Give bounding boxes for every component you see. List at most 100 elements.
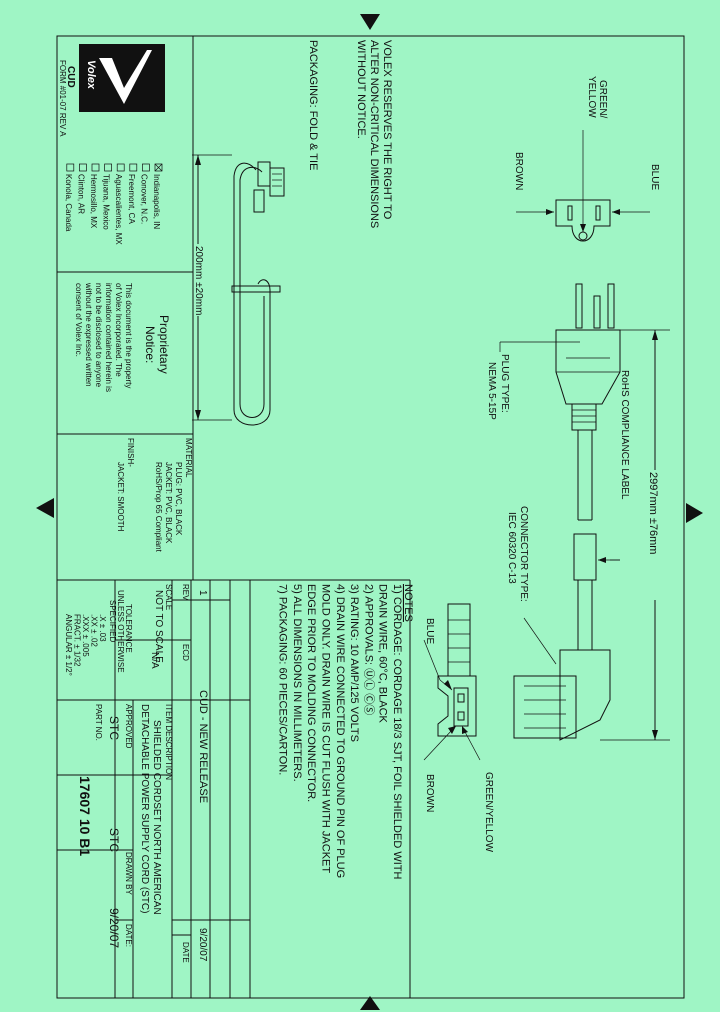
notes-title: NOTES (402, 584, 414, 622)
note-line: 7) PACKAGING: 60 PIECES/CARTON. (277, 584, 289, 775)
location-checkbox (79, 163, 87, 172)
tolerance-title-1: TOLERANCE (124, 604, 133, 653)
rev-label: REV (181, 584, 190, 601)
packaging-title: PACKAGING: FOLD & TIE (307, 40, 319, 170)
plug-type-2: NEMA 5-15P (486, 362, 497, 420)
volex-logo: Volex CUD (65, 44, 165, 112)
overall-dimension-text: 2997mm ±76mm (647, 472, 659, 554)
proprietary-notice: Proprietary Notice: This document is the… (74, 282, 171, 392)
note-line: 1) CORDAGE: CORDAGE 18/3 SJT, FOIL SHIEL… (391, 584, 403, 879)
tolerance-line: FRACT. ± 1/32 (73, 614, 82, 667)
plug-face-view (516, 130, 650, 242)
finish-label: FINISH- (126, 438, 135, 467)
location-checkbox (129, 163, 138, 172)
location-label: Hermosillo, MX (89, 174, 98, 229)
material-line: RoHS/Prop 65 Compliant (154, 462, 163, 553)
location-checkbox (91, 163, 100, 172)
proprietary-line: consent of Volex Inc. (74, 283, 83, 357)
label-blue-connector: BLUE (424, 618, 435, 644)
material-line: PLUG: PVC, BLACK (174, 462, 183, 536)
location-label: Indianapolis, IN (152, 174, 161, 229)
sheet-border (56, 35, 685, 999)
note-line: 2) APPROVALS: ⓊⓁ ⒸⓈ (362, 584, 375, 715)
tolerance-title-3: SPECIFIED (108, 600, 117, 642)
logo-brand-text: Volex (85, 60, 97, 90)
item-description-2: DETACHABLE POWER SUPPLY CORD (STC) (139, 704, 150, 913)
location-checklist: Indianapolis, IN Conover, N.C.Freemont, C… (64, 163, 163, 245)
change-date: 9/20/07 (197, 928, 208, 962)
tolerance-title-2: UNLESS OTHERWISE (116, 590, 125, 673)
date-label: DATE (181, 942, 190, 963)
ecd-label: ECD (181, 644, 190, 661)
plug-side-view (499, 283, 621, 650)
location-label: Freemont, CA (127, 174, 136, 224)
note-line: 3) RATING: 10 AMP/125 VOLTS (348, 584, 360, 742)
label-brown-connector: BROWN (424, 774, 435, 812)
part-number-label: PART NO. (94, 704, 103, 741)
approved-value: STC (107, 716, 121, 740)
reserve-note-line: VOLEX RESERVES THE RIGHT TO (381, 40, 393, 220)
note-line: MOLD ONLY. DRAIN WIRE IS CUT FLUSH WITH … (320, 584, 332, 873)
location-label: Aguascalientes, MX (114, 174, 123, 245)
proprietary-line: without the expressed written (84, 282, 93, 387)
change-description: CUD - NEW RELEASE (197, 690, 209, 803)
connector-side-view (513, 649, 611, 741)
scale-value: NOT TO SCALE (153, 590, 164, 663)
reserve-note-line: ALTER NON-CRITICAL DIMENSIONS (368, 40, 380, 228)
proprietary-title-2: Notice: (143, 326, 157, 363)
right-center-marker (686, 503, 703, 523)
label-blue-plug: BLUE (649, 164, 660, 190)
location-label: Tijuana, Mexico (102, 174, 111, 230)
logo-sub-text: CUD (65, 66, 76, 88)
reserve-note-line: WITHOUT NOTICE. (355, 40, 367, 139)
material-line: JACKET: PVC, BLACK (164, 462, 173, 544)
form-rev: FORM #01-07 REV A (58, 60, 67, 137)
material-label: MATERIAL (184, 438, 193, 478)
proprietary-line: This document is the property (124, 283, 133, 388)
scale-label: SCALE (164, 584, 173, 610)
location-checkbox (154, 163, 163, 172)
location-label: Konola, Canada (64, 174, 73, 232)
drawn-by-label: DRAWN BY (124, 852, 133, 895)
packaged-cord-drawing: 200mm ±20mm (192, 154, 285, 426)
finish-value: JACKET: SMOOTH (116, 462, 125, 532)
rohs-compliance-label: RoHS COMPLIANCE LABEL (619, 370, 630, 500)
item-description-1: SHIELDED CORDSET NORTH AMERICAN (151, 720, 162, 915)
part-number-value: 17607 10 B1 (77, 776, 93, 856)
packaging-dimension: 200mm ±20mm (193, 246, 204, 315)
tolerance-line: .XXX ± .005 (81, 614, 90, 657)
tolerance-line: .XX ± .02 (90, 614, 99, 647)
overall-dimension: 2997mm ±76mm (600, 329, 670, 741)
connector-type-2: IEC 60320 C-13 (506, 512, 517, 584)
tolerance-line: .X ± .03 (98, 614, 107, 642)
date2-value: 9/20/07 (107, 908, 121, 948)
label-green-yellow-connector: GREEN/YELLOW (483, 772, 494, 853)
proprietary-line: of Volex Incorporated. The (114, 283, 123, 377)
note-line: 5) ALL DIMENSIONS IN MILLIMETERS. (291, 584, 303, 782)
proprietary-title-1: Proprietary (157, 315, 171, 374)
left-center-marker (36, 498, 54, 518)
top-center-marker (360, 14, 380, 30)
title-block: REV 1 ECD CUD - NEW RELEASE 9/20/07 DATE… (57, 580, 251, 998)
location-checkbox (104, 163, 112, 172)
checkmark-icon (154, 163, 163, 172)
rev-value: 1 (197, 590, 208, 596)
drawn-by-value: STC (107, 828, 121, 852)
date2-label: DATE: (124, 924, 133, 947)
note-line: EDGE PRIOR TO MOLDING CONNECTOR. (305, 584, 317, 802)
approved-label: APPROVED (124, 704, 133, 749)
location-checkbox (142, 163, 150, 172)
label-brown-plug: BROWN (513, 152, 524, 190)
proprietary-line: information contained herein is (104, 283, 113, 392)
connector-type-1: CONNECTOR TYPE: (518, 506, 529, 602)
bottom-center-marker (360, 996, 380, 1010)
note-line: 4) DRAIN WIRE CONNECTED TO GROUND PIN OF… (334, 584, 346, 878)
connector-face-view (423, 603, 481, 761)
note-line: DRAIN WIRE, 60°C, BLACK (377, 584, 389, 724)
tolerance-line: ANGULAR ± 1/2° (64, 614, 73, 676)
location-label: Conover, N.C. (139, 174, 148, 224)
plug-type-1: PLUG TYPE: (499, 354, 510, 413)
